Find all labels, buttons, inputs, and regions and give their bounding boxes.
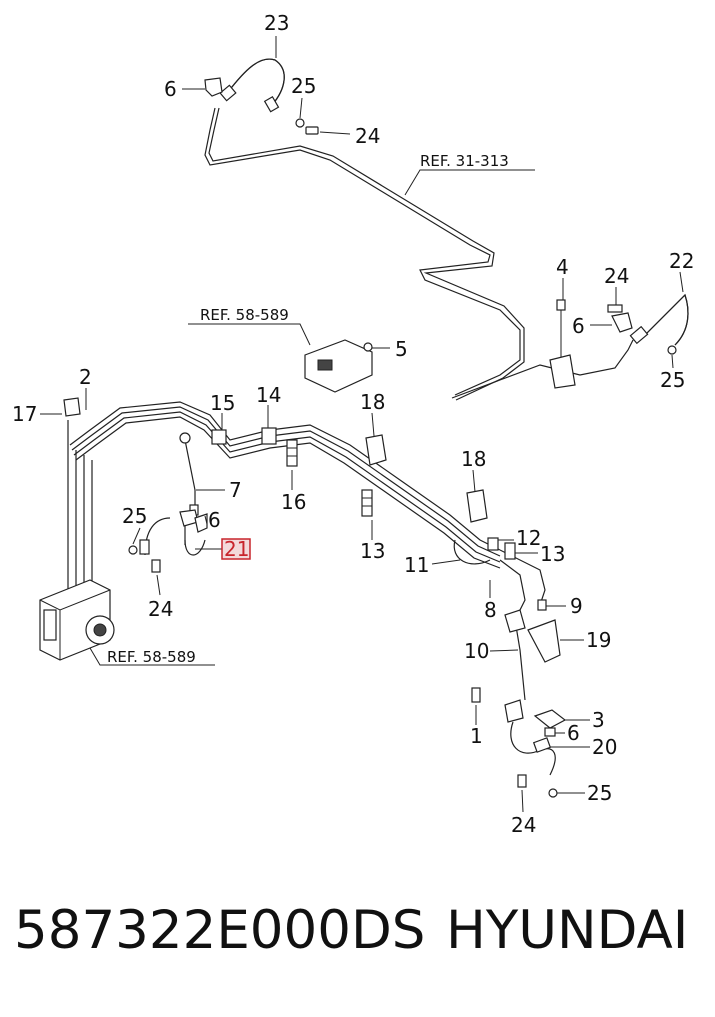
footer: 587322E000DS HYUNDAI — [0, 900, 715, 980]
callout-24: 24 — [604, 264, 629, 288]
fitting-9 — [537, 599, 547, 611]
reference-labels: REF. 31-313 REF. 58-589 REF. 58-589 — [107, 152, 509, 666]
callout-18: 18 — [461, 447, 486, 471]
callout-20: 20 — [592, 735, 617, 759]
washer-25-top — [295, 118, 305, 128]
callout-24: 24 — [355, 124, 380, 148]
callout-19: 19 — [586, 628, 611, 652]
callout-17: 17 — [12, 402, 37, 426]
callout-15: 15 — [210, 391, 235, 415]
rear-hose-23 — [219, 58, 285, 113]
callout-6: 6 — [567, 721, 580, 745]
ref-58-589-top: REF. 58-589 — [200, 306, 289, 324]
ref-31-313: REF. 31-313 — [420, 152, 509, 170]
clip-16 — [286, 439, 298, 467]
rear-bracket — [549, 354, 576, 389]
bolt-24-top — [305, 126, 319, 135]
leader-lines — [40, 36, 684, 813]
bolt-24-right — [607, 304, 623, 313]
bolt-4 — [556, 299, 566, 360]
front-hose-21 — [139, 509, 208, 556]
clip-13-left — [361, 489, 373, 517]
clip-14 — [261, 427, 277, 445]
callout-24: 24 — [511, 813, 536, 837]
callout-3: 3 — [592, 708, 605, 732]
callout-23: 23 — [264, 11, 289, 35]
callout-24: 24 — [148, 597, 173, 621]
callout-25: 25 — [660, 368, 685, 392]
highlight-box-21 — [221, 538, 251, 560]
callout-13: 13 — [360, 539, 385, 563]
callout-6: 6 — [164, 77, 177, 101]
callout-7: 7 — [229, 478, 242, 502]
bolt-1 — [471, 687, 481, 703]
brand-name: HYUNDAI — [446, 900, 689, 961]
gasket-3 — [533, 709, 567, 729]
callout-5: 5 — [395, 337, 408, 361]
washer-25-left — [128, 545, 138, 555]
callout-11: 11 — [404, 553, 429, 577]
callout-6: 6 — [572, 314, 585, 338]
abs-control-module — [304, 339, 373, 393]
washer-25-lower — [548, 788, 558, 798]
callout-22: 22 — [669, 249, 694, 273]
brake-line-diagram: 23 6 25 24 4 24 22 6 25 5 2 17 15 14 18 … — [12, 11, 694, 837]
callout-2: 2 — [79, 365, 92, 389]
callout-labels: 23 6 25 24 4 24 22 6 25 5 2 17 15 14 18 … — [12, 11, 694, 837]
clip-12 — [487, 537, 499, 551]
tee-fitting-10 — [504, 609, 526, 633]
clip-18-right — [466, 489, 488, 523]
callout-4: 4 — [556, 255, 569, 279]
clip-6-top — [204, 77, 223, 97]
callout-18: 18 — [360, 390, 385, 414]
callout-25: 25 — [291, 74, 316, 98]
callout-12: 12 — [516, 526, 541, 550]
callout-16: 16 — [281, 490, 306, 514]
brake-line-7 — [184, 439, 196, 510]
callout-6: 6 — [208, 508, 221, 532]
callout-21: 21 — [224, 537, 249, 561]
bolt-24-left — [151, 559, 161, 573]
clip-6-right — [611, 312, 633, 333]
clip-18-left — [365, 434, 387, 466]
callout-25: 25 — [587, 781, 612, 805]
front-hose-20 — [504, 699, 556, 776]
callout-14: 14 — [256, 383, 281, 407]
callout-1: 1 — [470, 724, 483, 748]
clip-6-lower — [544, 727, 556, 737]
callout-13: 13 — [540, 542, 565, 566]
callout-25: 25 — [122, 504, 147, 528]
bolt-24-lower — [517, 774, 527, 788]
callout-9: 9 — [570, 594, 583, 618]
clip-13-right — [504, 542, 516, 560]
ref-58-589-bottom: REF. 58-589 — [107, 648, 196, 666]
callout-10: 10 — [464, 639, 489, 663]
bracket-19 — [527, 619, 561, 663]
clip-15 — [211, 429, 227, 445]
callout-8: 8 — [484, 598, 497, 622]
hydraulic-unit — [39, 579, 115, 661]
washer-25-right — [667, 345, 677, 355]
part-number: 587322E000DS — [14, 900, 426, 961]
rear-hose-22 — [629, 293, 689, 346]
abs-pipe-drops — [63, 397, 93, 600]
